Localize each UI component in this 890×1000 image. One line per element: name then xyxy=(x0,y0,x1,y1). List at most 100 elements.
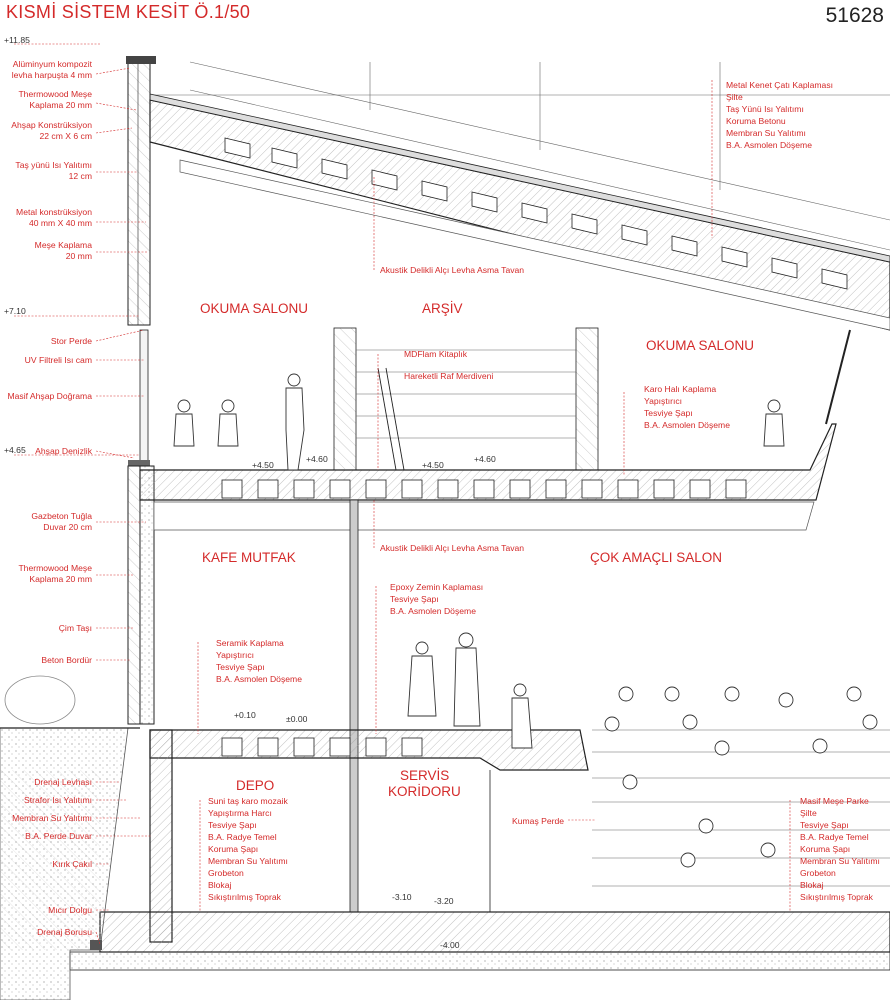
roof-ribs xyxy=(224,137,848,290)
window-sill xyxy=(128,460,150,466)
annotation: Membran Su Yalıtımı xyxy=(800,856,880,866)
annotation: MDFlam Kitaplık xyxy=(404,349,468,359)
room-label: ARŞİV xyxy=(422,301,463,316)
annotation: Koruma Betonu xyxy=(726,116,786,126)
annotation: Grobeton xyxy=(800,868,836,878)
annotation: Metal Kenet Çatı Kaplaması xyxy=(726,80,833,90)
upper-slab-ribs xyxy=(221,479,747,499)
sheet-number: 51628 xyxy=(825,4,884,27)
annotation: Masif Meşe Parke xyxy=(800,796,869,806)
annotation: Masif Ahşap Doğrama xyxy=(7,391,92,401)
annotation: Yapıştırıcı xyxy=(216,650,254,660)
annotation: 40 mm X 40 mm xyxy=(29,218,92,228)
annotation: Taş Yünü Isı Yalıtımı xyxy=(726,104,804,114)
right-floor-annotations: Masif Meşe Parke Şilte Tesviye Şapı B.A.… xyxy=(800,796,880,902)
blinding-layer xyxy=(69,951,890,971)
annotation: Duvar 20 cm xyxy=(43,522,92,532)
annotation: Karo Halı Kaplama xyxy=(644,384,716,394)
annotation: Tesviye Şapı xyxy=(208,820,257,830)
structure xyxy=(0,56,890,1000)
annotation: Koruma Şapı xyxy=(208,844,258,854)
annotation: Mıcır Dolgu xyxy=(48,905,92,915)
annotation: Beton Bordür xyxy=(41,655,92,665)
annotation: Taş yünü Isı Yalıtımı xyxy=(15,160,92,170)
room-label: SERVİS xyxy=(400,768,449,783)
annotation: Hareketli Raf Merdiveni xyxy=(404,371,493,381)
annotation: Membran Su Yalıtımı xyxy=(12,813,92,823)
ground-slab-ribs xyxy=(221,737,423,757)
archive-shelving xyxy=(333,327,599,471)
room-label: OKUMA SALONU xyxy=(646,338,754,353)
annotation: Ahşap Denizlik xyxy=(35,446,93,456)
annotation: Kaplama 20 mm xyxy=(29,574,92,584)
rear-facade-lines xyxy=(150,61,890,251)
basement-wall xyxy=(149,729,173,943)
archive-annotations: MDFlam Kitaplık Hareketli Raf Merdiveni xyxy=(404,349,493,381)
level-mark: +4.65 xyxy=(4,445,26,455)
annotation: B.A. Radye Temel xyxy=(208,832,277,842)
room-label: ÇOK AMAÇLI SALON xyxy=(590,550,722,565)
annotation: Çim Taşı xyxy=(59,623,92,633)
annotation: Alüminyum kompozit xyxy=(13,59,93,69)
level-mark: -3.20 xyxy=(434,896,454,906)
drawing-title: KISMİ SİSTEM KESİT Ö.1/50 xyxy=(6,2,251,22)
level-mark: +7.10 xyxy=(4,306,26,316)
annotation: Şilte xyxy=(726,92,743,102)
annotation: Koruma Şapı xyxy=(800,844,850,854)
level-mark: -4.00 xyxy=(440,940,460,950)
salon-annotations: Akustik Delikli Alçı Levha Asma Tavan Ep… xyxy=(380,543,524,616)
annotation: Tesviye Şapı xyxy=(800,820,849,830)
annotation: Yapıştırma Harcı xyxy=(208,808,272,818)
annotation: B.A. Asmolen Döşeme xyxy=(644,420,730,430)
annotation: Akustik Delikli Alçı Levha Asma Tavan xyxy=(380,543,524,553)
level-mark: +4.60 xyxy=(306,454,328,464)
annotation: Tesviye Şapı xyxy=(644,408,693,418)
aerated-concrete-wall xyxy=(139,465,155,725)
annotation: B.A. Asmolen Döşeme xyxy=(216,674,302,684)
annotation: Strafor Isı Yalıtımı xyxy=(24,795,92,805)
reading-floor-annotations: Karo Halı Kaplama Yapıştırıcı Tesviye Şa… xyxy=(644,384,730,430)
level-mark: +4.50 xyxy=(252,460,274,470)
annotation: Akustik Delikli Alçı Levha Asma Tavan xyxy=(380,265,524,275)
level-mark: ±0.00 xyxy=(286,714,308,724)
room-label: KORİDORU xyxy=(388,784,461,799)
annotation: 22 cm X 6 cm xyxy=(39,131,92,141)
room-label: DEPO xyxy=(236,778,274,793)
annotation: Metal konstrüksiyon xyxy=(16,207,92,217)
annotation: B.A. Asmolen Döşeme xyxy=(390,606,476,616)
shrub xyxy=(4,675,76,725)
level-mark: +0.10 xyxy=(234,710,256,720)
annotation: Membran Su Yalıtımı xyxy=(208,856,288,866)
annotation: Stor Perde xyxy=(51,336,92,346)
annotation: B.A. Asmolen Döşeme xyxy=(726,140,812,150)
annotation: Thermowood Meşe xyxy=(18,563,92,573)
parapet-cap xyxy=(126,56,156,64)
left-annotations: Alüminyum kompozit levha harpuşta 4 mm T… xyxy=(7,59,92,937)
gravel-zone xyxy=(0,770,100,950)
annotation: Sıkıştırılmış Toprak xyxy=(208,892,282,902)
upper-facade-cladding xyxy=(127,59,151,326)
annotation: Kumaş Perde xyxy=(512,816,564,826)
annotation: Suni taş karo mozaik xyxy=(208,796,288,806)
annotation: Tesviye Şapı xyxy=(216,662,265,672)
annotation: Drenaj Borusu xyxy=(37,927,92,937)
room-label: OKUMA SALONU xyxy=(200,301,308,316)
suspended-ceiling-lower xyxy=(153,501,815,531)
uv-glazing xyxy=(139,329,149,463)
kitchen-floor-annotations: Seramik Kaplama Yapıştırıcı Tesviye Şapı… xyxy=(216,638,302,684)
level-mark: +11.85 xyxy=(4,35,30,45)
annotation: Membran Su Yalıtımı xyxy=(726,128,806,138)
central-column xyxy=(349,499,359,913)
level-mark: +4.60 xyxy=(474,454,496,464)
room-label: KAFE MUTFAK xyxy=(202,550,296,565)
amphitheater-steps xyxy=(592,729,890,887)
annotation: Thermowood Meşe xyxy=(18,89,92,99)
suspended-ceiling-upper xyxy=(179,159,890,331)
annotation: Şilte xyxy=(800,808,817,818)
annotation: 20 mm xyxy=(66,251,92,261)
lower-facade-cladding xyxy=(127,465,141,725)
roof-annotations: Metal Kenet Çatı Kaplaması Şilte Taş Yün… xyxy=(380,80,833,275)
annotation: Meşe Kaplama xyxy=(35,240,93,250)
